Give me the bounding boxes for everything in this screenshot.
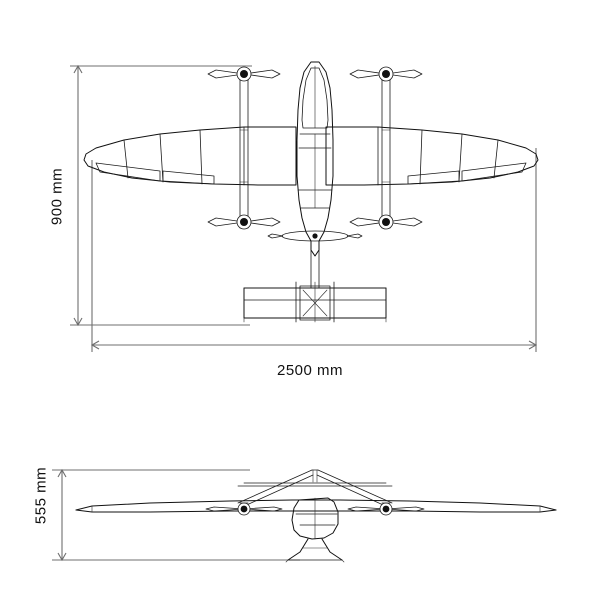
front-view-dimension-lines: [52, 468, 300, 562]
front-propeller-right: [347, 502, 425, 516]
dimension-label-wingspan-2500mm: 2500 mm: [277, 362, 344, 379]
dimension-label-length-900mm: 900 mm: [48, 167, 66, 226]
dimension-label-height-555mm: 555 mm: [32, 466, 50, 525]
propeller-front-left: [207, 66, 281, 82]
front-propeller-left: [205, 502, 283, 516]
top-view-dimension-lines: [70, 64, 538, 352]
propeller-rear-right: [349, 214, 423, 230]
propeller-front-right: [349, 66, 423, 82]
propeller-rear-left: [207, 214, 281, 230]
top-view-aircraft: [83, 61, 539, 323]
front-view-aircraft: [75, 469, 557, 563]
